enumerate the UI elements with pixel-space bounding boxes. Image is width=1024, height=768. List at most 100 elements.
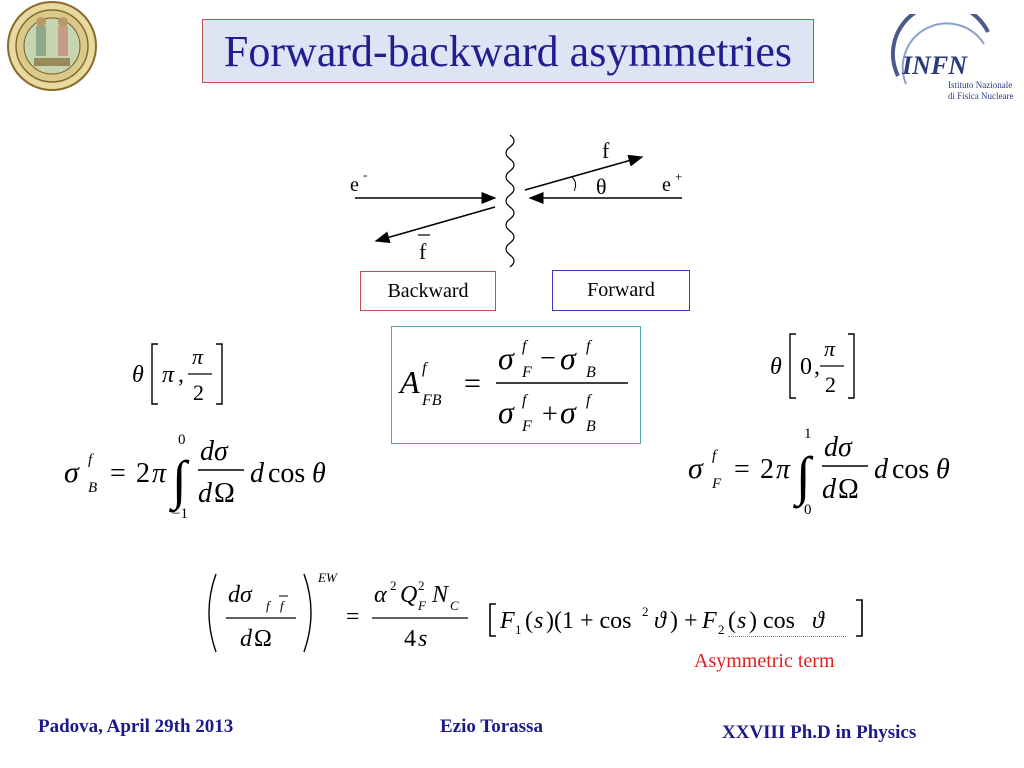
svg-text:+: + xyxy=(542,399,558,430)
theta-arc xyxy=(571,176,577,192)
svg-text:(: ( xyxy=(728,608,736,634)
svg-text:2: 2 xyxy=(390,578,397,593)
svg-text:σ: σ xyxy=(498,394,515,430)
svg-text:=: = xyxy=(734,454,750,485)
e-plus-sup: + xyxy=(675,169,682,184)
svg-text:F: F xyxy=(417,598,427,613)
svg-text:1: 1 xyxy=(515,622,522,637)
svg-text:) cos: ) cos xyxy=(749,608,795,634)
svg-text:σ: σ xyxy=(560,394,577,430)
svg-text:s: s xyxy=(418,626,427,652)
svg-text:s: s xyxy=(534,608,543,634)
svg-text:θ: θ xyxy=(312,458,326,489)
university-seal-logo xyxy=(6,0,98,92)
infn-line2: di Fisica Nucleare xyxy=(948,91,1013,101)
svg-text:f: f xyxy=(422,360,429,377)
svg-text:B: B xyxy=(586,364,596,381)
infn-logo-icon: INFN Istituto Nazionale di Fisica Nuclea… xyxy=(890,1,1013,101)
svg-text:θ: θ xyxy=(770,354,782,380)
svg-text:Ω: Ω xyxy=(254,626,272,652)
svg-text:=: = xyxy=(110,458,126,489)
svg-text:2: 2 xyxy=(193,380,204,405)
svg-text:−1: −1 xyxy=(172,506,188,522)
svg-text:π: π xyxy=(824,336,836,361)
backward-theta-range: θ π , π 2 xyxy=(132,343,223,405)
footer-location-date: Padova, April 29th 2013 xyxy=(38,716,234,737)
svg-text:EW: EW xyxy=(317,570,338,585)
backward-label-box: Backward xyxy=(360,271,496,311)
fermion-forward-line xyxy=(524,154,644,191)
svg-text:α: α xyxy=(374,582,387,608)
footer-course: XXVIII Ph.D in Physics xyxy=(722,722,917,743)
scattering-diagram: f θ e - e + f xyxy=(350,134,682,268)
svg-text:(: ( xyxy=(525,608,533,634)
svg-text:π: π xyxy=(192,344,204,369)
svg-text:π: π xyxy=(776,454,791,485)
theta-label: θ xyxy=(596,174,607,199)
svg-text:σ: σ xyxy=(498,340,515,376)
slide-title: Forward-backward asymmetries xyxy=(223,26,793,76)
svg-text:θ: θ xyxy=(936,454,950,485)
svg-text:,: , xyxy=(814,354,820,380)
svg-text:FB: FB xyxy=(421,392,442,409)
forward-label: Forward xyxy=(587,279,655,301)
svg-text:ϑ: ϑ xyxy=(654,608,667,634)
e-minus-label: e xyxy=(350,174,359,196)
svg-text:F: F xyxy=(701,608,717,634)
svg-text:1: 1 xyxy=(804,426,812,442)
svg-text:f: f xyxy=(522,338,529,355)
svg-text:f: f xyxy=(586,392,593,409)
svg-text:dσ: dσ xyxy=(200,436,229,467)
svg-text:0: 0 xyxy=(800,354,812,380)
forward-theta-range: θ 0 , π 2 xyxy=(770,333,855,399)
svg-text:F: F xyxy=(499,608,515,634)
svg-text:)(1 + cos: )(1 + cos xyxy=(546,608,632,634)
f-label: f xyxy=(602,138,610,163)
afb-formula-box: A f FB = σ f F − σ f B σ f F + σ f B xyxy=(391,326,641,444)
fbar-label: f xyxy=(419,239,427,264)
svg-text:2: 2 xyxy=(760,454,774,485)
svg-text:σ: σ xyxy=(64,456,80,489)
svg-text:∫: ∫ xyxy=(169,450,190,513)
svg-text:f: f xyxy=(280,598,286,613)
photon-wavy-line xyxy=(505,134,515,268)
svg-text:2: 2 xyxy=(825,372,836,397)
svg-text:4: 4 xyxy=(404,626,416,652)
svg-text:2: 2 xyxy=(418,578,425,593)
svg-text:) +: ) + xyxy=(670,608,698,634)
svg-text:π: π xyxy=(152,458,167,489)
svg-text:θ: θ xyxy=(132,362,144,388)
svg-text:=: = xyxy=(464,367,481,400)
svg-text:d: d xyxy=(250,458,265,489)
svg-text:−: − xyxy=(540,343,556,374)
seal-icon xyxy=(7,1,97,91)
sigma-forward-integral: σ f F = 2 π ∫ 1 0 dσ d Ω d cos θ xyxy=(688,426,950,518)
svg-text:ϑ: ϑ xyxy=(812,608,825,634)
ew-differential-formula: dσ f f d Ω EW = α 2 Q 2 F N C 4 s F 1 ( … xyxy=(208,570,863,653)
svg-text:d: d xyxy=(240,626,253,652)
antifermion-backward-line xyxy=(374,206,496,244)
svg-text:f: f xyxy=(266,598,272,613)
footer-author: Ezio Torassa xyxy=(440,716,543,737)
svg-text:dσ: dσ xyxy=(228,582,253,608)
svg-text:s: s xyxy=(737,608,746,634)
svg-text:F: F xyxy=(521,418,532,435)
svg-text:2: 2 xyxy=(136,458,150,489)
infn-logo: INFN Istituto Nazionale di Fisica Nuclea… xyxy=(888,1,1024,104)
svg-text:F: F xyxy=(521,364,532,381)
svg-text:0: 0 xyxy=(804,502,812,518)
svg-text:f: f xyxy=(522,392,529,409)
svg-text:f: f xyxy=(88,452,94,468)
svg-text:cos: cos xyxy=(268,458,305,489)
asymmetric-term-underline xyxy=(728,636,846,637)
svg-text:=: = xyxy=(346,604,360,630)
svg-text:B: B xyxy=(586,418,596,435)
svg-text:dσ: dσ xyxy=(824,432,853,463)
svg-text:F: F xyxy=(711,476,722,492)
e-plus-label: e xyxy=(662,174,671,196)
svg-text:d: d xyxy=(198,478,213,509)
svg-text:N: N xyxy=(431,582,450,608)
svg-text:π: π xyxy=(162,362,175,388)
svg-text:0: 0 xyxy=(178,432,186,448)
svg-text:Q: Q xyxy=(400,582,417,608)
